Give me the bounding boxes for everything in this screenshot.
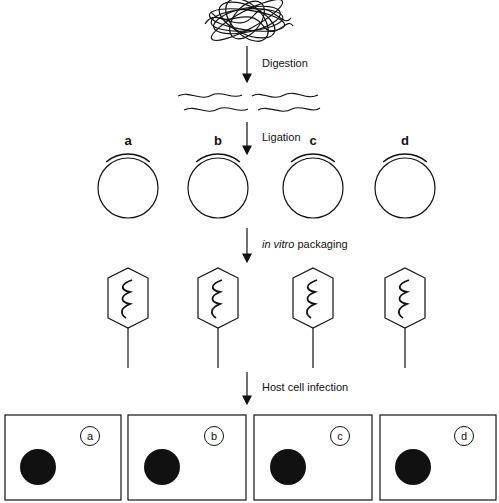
dna-insert	[196, 154, 240, 162]
plasmid-label: a	[87, 430, 93, 442]
recombinant-plasmid: a	[88, 148, 168, 228]
host-cell	[5, 415, 496, 500]
recombinant-plasmid: c	[273, 148, 353, 228]
plasmid-label: c	[337, 430, 343, 442]
dna-insert	[291, 154, 335, 162]
plasmid-label: d	[365, 134, 445, 148]
plasmid-outline	[88, 148, 168, 228]
plasmid-label: b	[211, 430, 217, 442]
step-label: Digestion	[262, 57, 308, 70]
recombinant-plasmid: b	[178, 148, 258, 228]
dna-fragment	[178, 93, 320, 111]
plasmid-outline	[273, 148, 353, 228]
plasmid-circle: d	[454, 426, 474, 446]
plasmid-label: d	[461, 430, 467, 442]
step-label: in vitro packaging	[262, 238, 348, 251]
plasmid-outline	[365, 148, 445, 228]
plasmid-circle: b	[204, 426, 224, 446]
plasmid-outline	[178, 148, 258, 228]
plasmid-circle: c	[330, 426, 350, 446]
step-arrow	[243, 46, 251, 404]
step-label: Ligation	[262, 131, 301, 144]
genomic-dna	[205, 0, 293, 49]
step-label: Host cell infection	[262, 381, 348, 394]
dna-insert	[383, 154, 427, 162]
bacterial-chromosome	[20, 449, 431, 485]
plasmid-label: b	[178, 134, 258, 148]
recombinant-plasmid: d	[365, 148, 445, 228]
plasmid-label: a	[88, 134, 168, 148]
phage-particle	[108, 268, 425, 368]
dna-insert	[106, 154, 150, 162]
plasmid-circle: a	[80, 426, 100, 446]
